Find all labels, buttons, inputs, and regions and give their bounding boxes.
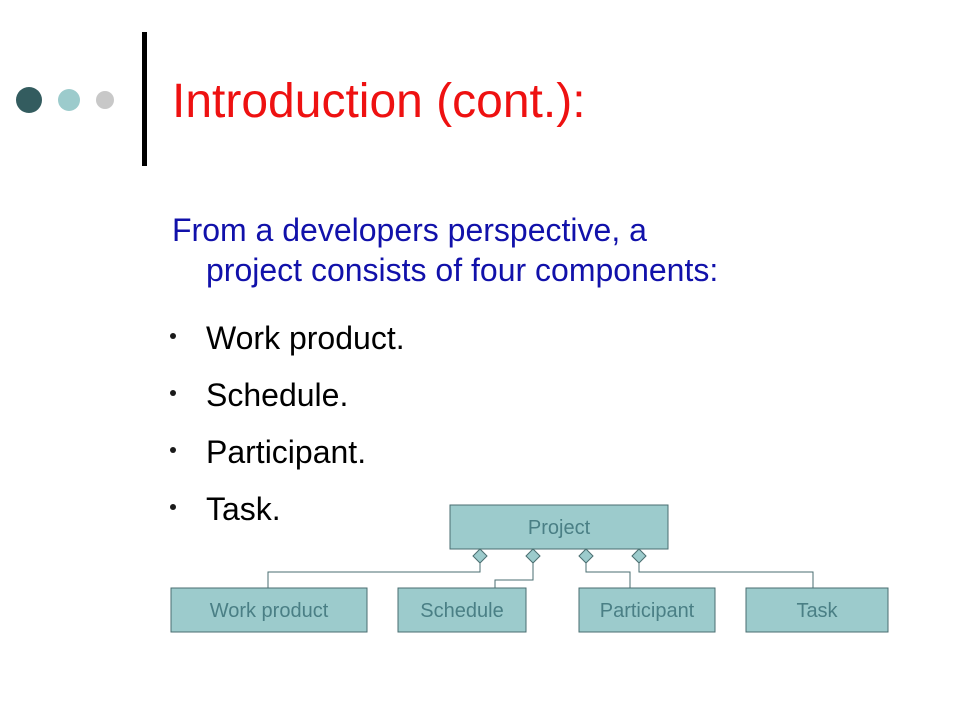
bullet-icon <box>170 504 176 510</box>
diagram-child-box-task <box>745 587 889 633</box>
diagram-child-box-schedule <box>397 587 527 633</box>
connector-participant <box>585 563 631 588</box>
diagram-child-label-participant: Participant <box>600 600 695 622</box>
bullet-icon <box>170 390 176 396</box>
bullet-icon <box>170 447 176 453</box>
connector-schedule <box>494 563 534 588</box>
connector-work-product <box>267 563 481 588</box>
diagram-child-label-task: Task <box>796 600 838 622</box>
diagram-child-box-work-product <box>170 587 368 633</box>
diagram-child-label-schedule: Schedule <box>420 600 503 622</box>
decor-dot-dark-icon <box>16 87 42 113</box>
list-item-text: Schedule. <box>206 377 349 413</box>
aggregation-diamond-icon <box>472 548 488 564</box>
diagram-root-label: Project <box>528 517 591 539</box>
list-item: Work product. <box>170 318 405 375</box>
list-item-text: Task. <box>206 491 281 527</box>
component-list: Work product. Schedule. Participant. Tas… <box>170 318 405 546</box>
aggregation-diamond-icon <box>525 548 541 564</box>
connector-lines <box>267 563 814 588</box>
decor-dot-light-icon <box>96 91 114 109</box>
aggregation-diamond-icon <box>631 548 647 564</box>
slide-title: Introduction (cont.): <box>172 75 586 128</box>
diagram-root-box <box>449 504 669 550</box>
list-item: Schedule. <box>170 375 405 432</box>
intro-text: From a developers perspective, a project… <box>172 210 872 290</box>
intro-line-1: From a developers perspective, a <box>172 212 647 248</box>
list-item-text: Participant. <box>206 434 367 470</box>
connector-task <box>638 563 814 588</box>
diagram-child-box-participant <box>578 587 716 633</box>
list-item-text: Work product. <box>206 320 405 356</box>
list-item: Participant. <box>170 432 405 489</box>
title-divider <box>142 32 147 166</box>
intro-line-2: project consists of four components: <box>206 252 719 288</box>
decor-dot-mid-icon <box>58 89 80 111</box>
aggregation-diamond-icon <box>578 548 594 564</box>
diagram-child-label-work-product: Work product <box>210 600 329 622</box>
bullet-icon <box>170 333 176 339</box>
list-item: Task. <box>170 489 405 546</box>
